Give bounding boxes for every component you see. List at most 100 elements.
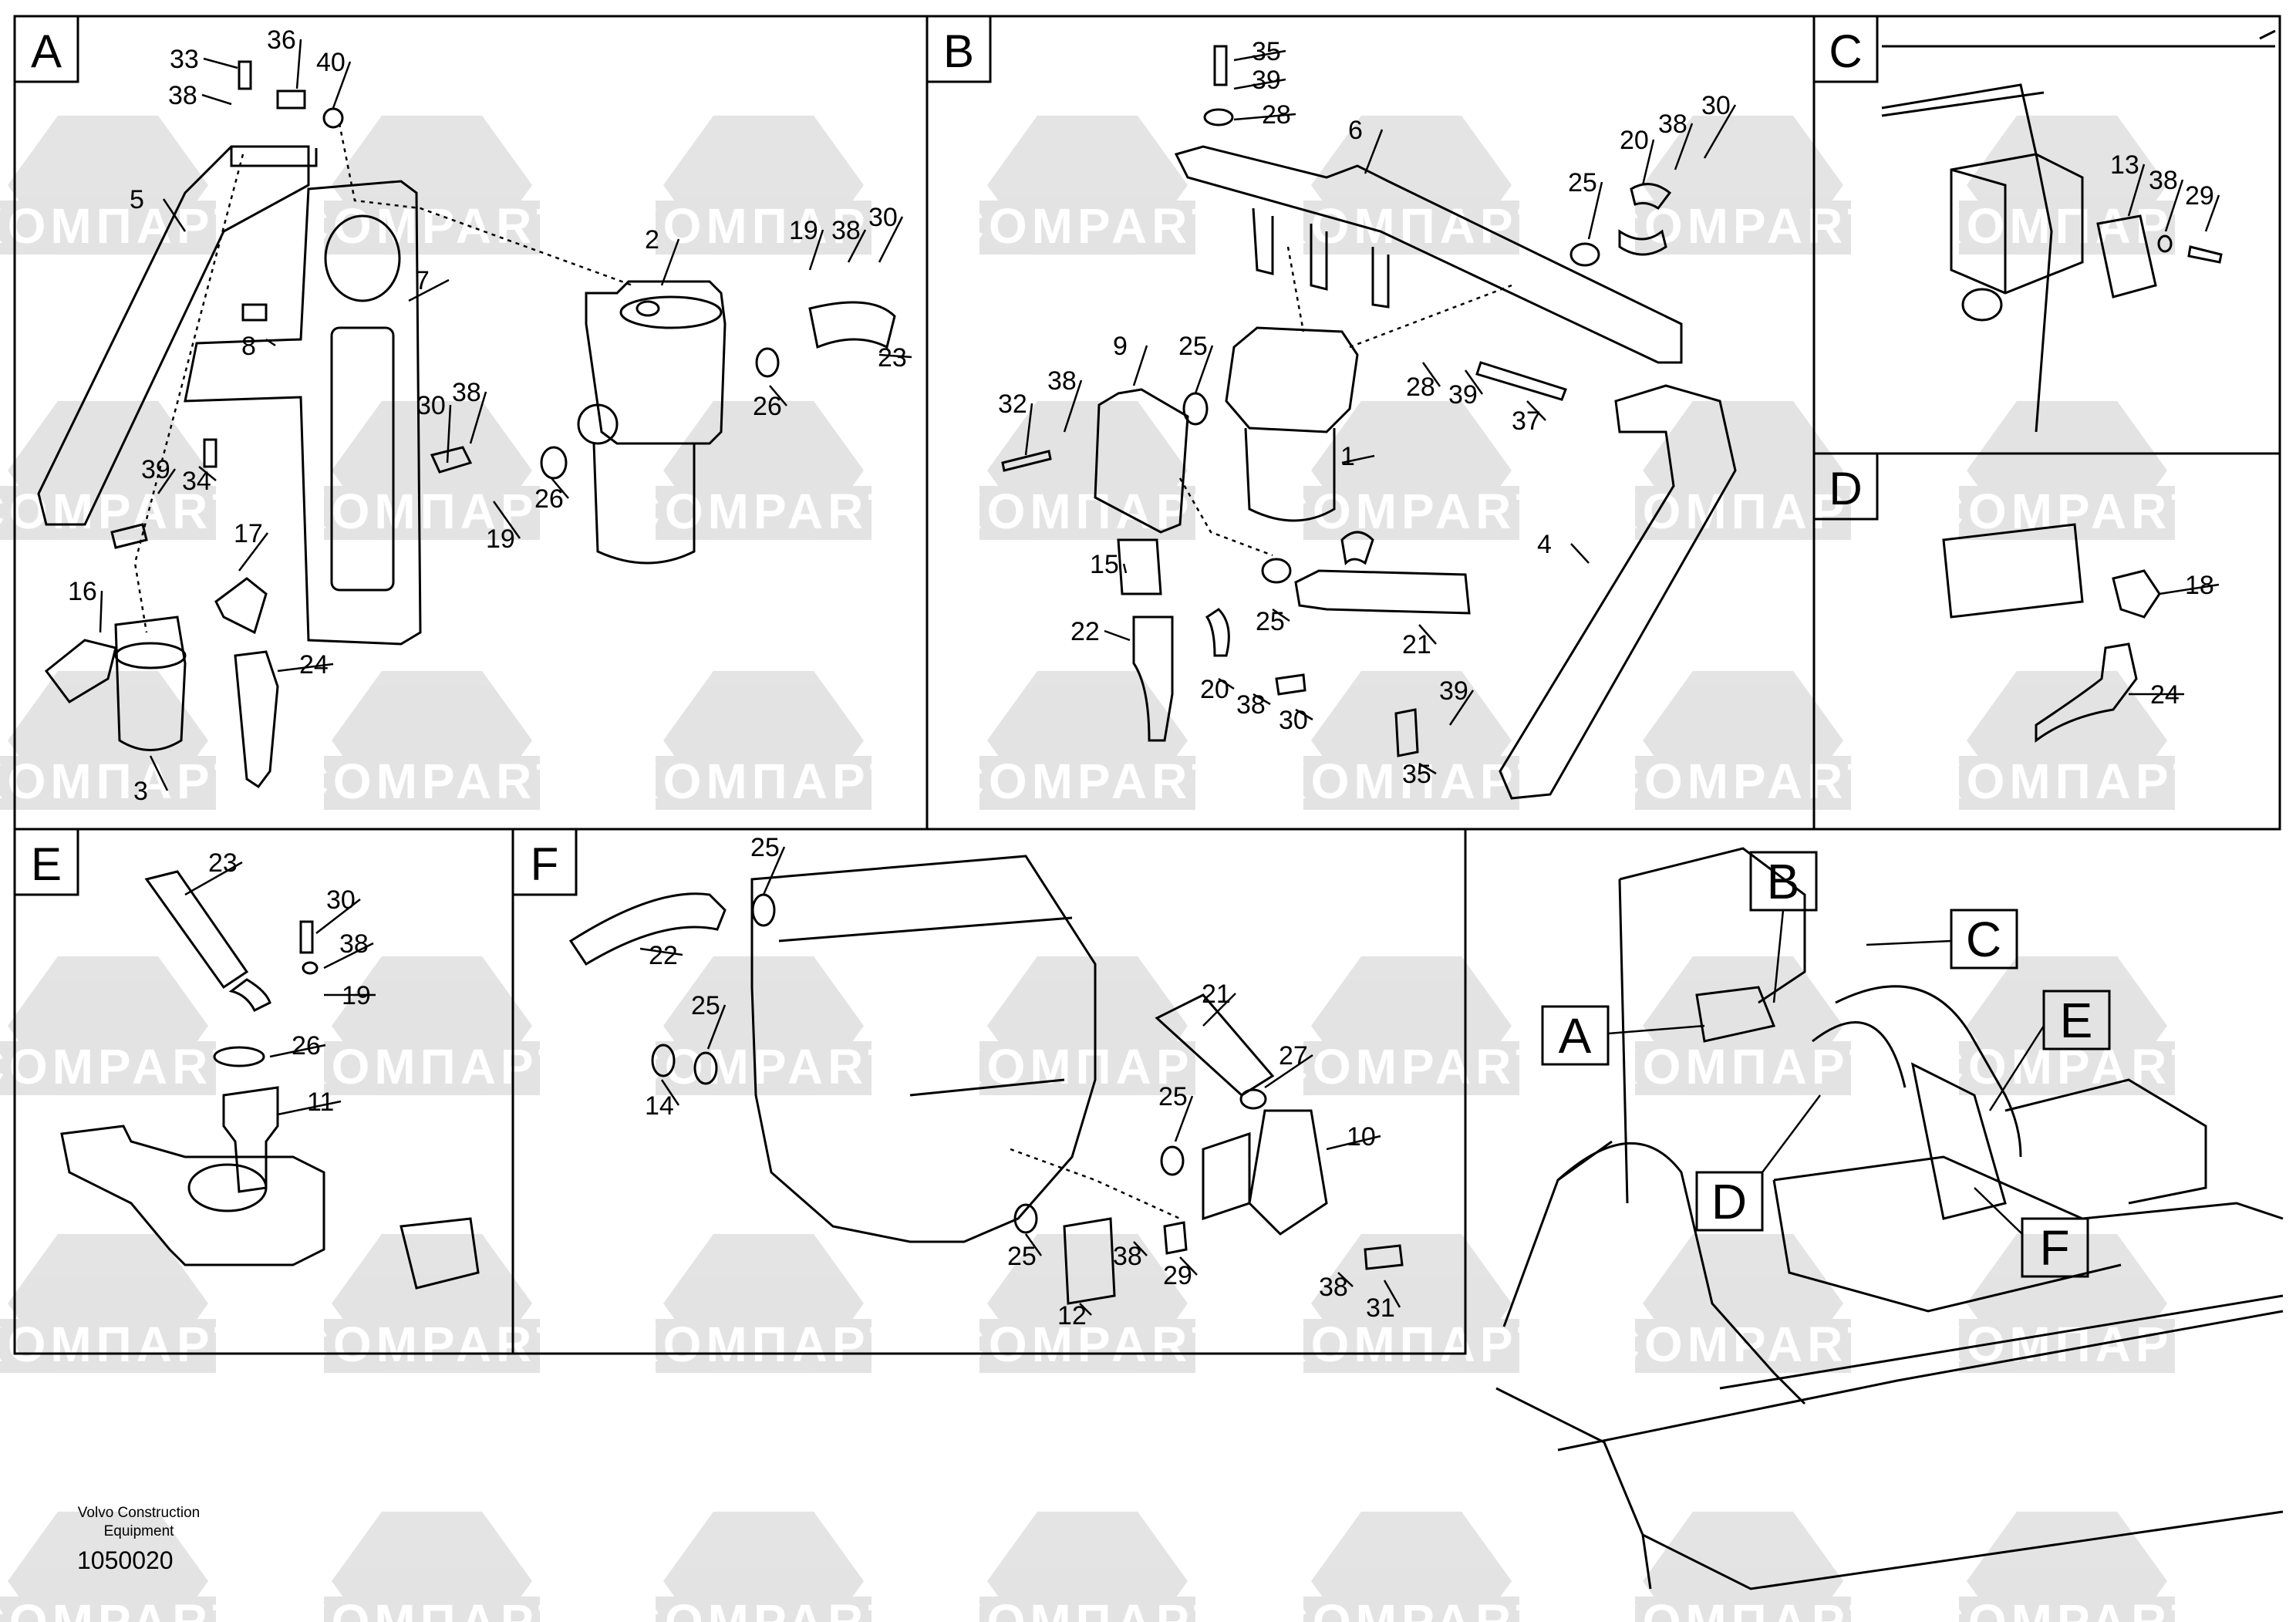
- callout-leader: [265, 338, 276, 347]
- watermark-text: KOMПAPT: [622, 1317, 904, 1372]
- callout-f-25: 25: [691, 991, 720, 1020]
- callout-leader: [1337, 1272, 1354, 1287]
- panel-e-drawing: [60, 870, 480, 1290]
- panel-letter-d: D: [1829, 463, 1862, 514]
- watermark-band: [324, 201, 540, 255]
- callout-leader: [332, 61, 352, 109]
- callout-a-16: 16: [68, 577, 97, 606]
- watermark-text: COMPART: [1928, 484, 2207, 539]
- callout-a-39: 39: [141, 455, 170, 484]
- callout-leader: [1122, 563, 1128, 574]
- watermark-band: [979, 1319, 1195, 1373]
- watermark-hex: [8, 1233, 208, 1374]
- callout-leader: [1179, 1256, 1198, 1276]
- watermark-band: [1635, 1319, 1851, 1373]
- callout-a-19: 19: [486, 524, 515, 554]
- watermark-text: KOMПAPT: [1602, 1594, 1883, 1622]
- watermark-band: [324, 486, 540, 540]
- callout-f-25: 25: [750, 833, 780, 862]
- panel-letter-e: E: [31, 838, 62, 890]
- overview-marker-a: [1541, 1005, 1610, 1066]
- panel-letter-f: F: [531, 838, 559, 890]
- overview-marker-f: [2021, 1217, 2089, 1278]
- watermark-text: KOMПAPT: [622, 754, 904, 809]
- watermark-band: [656, 201, 872, 255]
- watermark-text: KOMПAPT: [622, 198, 904, 254]
- watermark-text: KOMПAPT: [1926, 754, 2207, 809]
- panel-letter-boxes: A B C D E F: [13, 15, 1879, 896]
- callout-leader: [1295, 708, 1313, 721]
- watermark-band: [656, 1597, 872, 1622]
- callout-f-21: 21: [1202, 980, 1231, 1009]
- callout-leader: [149, 755, 169, 791]
- svg-text:F: F: [2039, 1220, 2069, 1276]
- panel-d-drawing: [1942, 523, 2161, 743]
- overview-marker-e: [2042, 990, 2111, 1050]
- watermark-text: KOMПAPT: [946, 1594, 1228, 1622]
- callout-leader: [847, 229, 867, 263]
- watermark-hex: [663, 670, 864, 811]
- callout-f-25: 25: [1007, 1242, 1037, 1271]
- overview-marker-c: [1950, 909, 2018, 969]
- callout-leader: [2159, 583, 2220, 595]
- panel-letter-b: B: [943, 25, 974, 77]
- callout-leader: [492, 501, 521, 539]
- callout-b-21: 21: [1402, 630, 1431, 659]
- callout-leader: [277, 1100, 342, 1116]
- watermark-hex: [1967, 956, 2167, 1096]
- callout-b-25: 25: [1256, 607, 1285, 636]
- panel-frames: [13, 15, 2281, 1355]
- watermark-hex: [1311, 400, 1512, 541]
- watermark-band: [656, 486, 872, 540]
- callout-c-38: 38: [2149, 166, 2178, 195]
- callout-a-26: 26: [534, 484, 564, 514]
- callout-b-22: 22: [1070, 617, 1100, 646]
- watermark-text: COMPART: [1604, 198, 1883, 254]
- callout-b-30: 30: [1701, 91, 1731, 120]
- callout-leader: [198, 466, 217, 481]
- document-number: 1050020: [77, 1546, 174, 1574]
- callout-leader: [1024, 403, 1033, 456]
- callout-leader: [277, 663, 334, 673]
- svg-text:D: D: [1711, 1174, 1747, 1229]
- callout-b-20: 20: [1200, 675, 1229, 704]
- callout-leader: [99, 590, 103, 633]
- watermark-hex: [1311, 956, 1512, 1096]
- callout-a-24: 24: [299, 650, 329, 679]
- callout-a-26: 26: [753, 392, 782, 421]
- watermark-hex: [332, 400, 532, 541]
- callout-leader: [2164, 179, 2184, 232]
- watermark-text: COMPART: [1273, 1039, 1551, 1094]
- callout-f-14: 14: [645, 1091, 674, 1121]
- callout-c-13: 13: [2110, 150, 2139, 180]
- callout-f-38: 38: [1319, 1273, 1348, 1302]
- callout-leader: [201, 93, 232, 106]
- watermark-band: [0, 201, 216, 255]
- callout-a-40: 40: [316, 48, 346, 77]
- callout-leader: [1272, 608, 1290, 622]
- watermark-text: KOMПAPT: [946, 484, 1228, 539]
- callout-leader: [1202, 993, 1236, 1027]
- watermark-text: KOMПAPT: [946, 1039, 1228, 1094]
- watermark-text: COMPART: [1273, 484, 1551, 539]
- callout-b-38: 38: [1658, 110, 1687, 139]
- callout-leader: [2127, 164, 2146, 217]
- callout-b-20: 20: [1620, 126, 1649, 155]
- callout-b-38: 38: [1236, 690, 1266, 720]
- callout-leader: [295, 39, 302, 89]
- watermark-band: [979, 1041, 1195, 1095]
- watermark-band: [1303, 1319, 1519, 1373]
- callout-a-38: 38: [168, 81, 197, 110]
- callout-leader: [1079, 1303, 1092, 1316]
- watermark-text: COMPART: [1604, 1317, 1883, 1372]
- callout-leader: [1526, 400, 1546, 421]
- callout-leader: [1063, 379, 1083, 433]
- callout-f-29: 29: [1163, 1261, 1192, 1290]
- callout-leader: [762, 846, 786, 895]
- watermark-hex: [987, 1233, 1188, 1374]
- callout-leader: [1587, 181, 1603, 240]
- watermark-hex: [1311, 115, 1512, 255]
- callout-leader: [1364, 129, 1384, 174]
- watermark-text: COMPART: [625, 1594, 903, 1622]
- callout-a-5: 5: [130, 185, 144, 214]
